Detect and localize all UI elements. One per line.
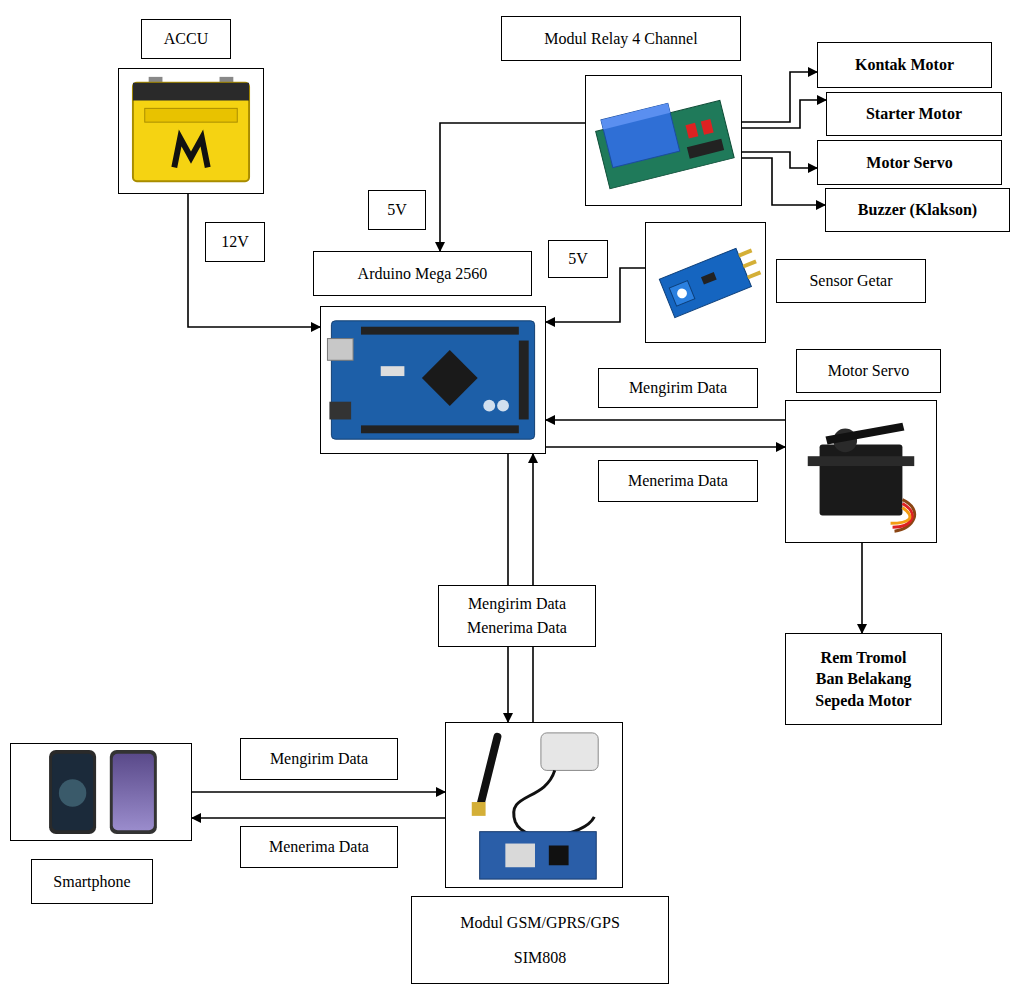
edge-label: Mengirim Data — [270, 750, 368, 768]
edge-label: Menerima Data — [628, 472, 728, 490]
sensor-component: Sensor Getar — [645, 222, 766, 343]
arrow-connector — [742, 152, 817, 168]
smartphone-illustration — [11, 744, 191, 840]
edge-label: 5V — [568, 250, 588, 268]
edge-label-box: Mengirim Data Menerima Data — [438, 585, 596, 647]
arrow-connector — [192, 817, 445, 819]
battery-illustration — [119, 69, 263, 193]
box-text: Rem Tromol Ban Belakang Sepeda Motor — [806, 647, 922, 712]
arrow-connector — [192, 791, 445, 793]
component-label: Modul Relay 4 Channel — [544, 30, 697, 48]
component-label: Arduino Mega 2560 — [358, 265, 488, 283]
servo-illustration — [786, 401, 936, 542]
edge-label: Menerima Data — [269, 838, 369, 856]
gsm-module-component: Modul GSM/GPRS/GPS SIM808 — [445, 722, 623, 888]
arrow-connector — [440, 123, 585, 251]
relay-component: Modul Relay 4 Channel — [585, 75, 742, 206]
component-label: ACCU — [164, 30, 208, 48]
component-label: Motor Servo — [828, 362, 909, 380]
box-text: Kontak Motor — [855, 56, 954, 74]
edge-label: 12V — [221, 233, 249, 251]
box-text: Motor Servo — [866, 154, 952, 172]
output-box: Buzzer (Klakson) — [825, 188, 1010, 232]
output-box: Kontak Motor — [817, 42, 992, 88]
edge-label: Mengirim Data Menerima Data — [457, 592, 577, 640]
vibration-sensor-illustration — [646, 223, 765, 342]
relay-illustration — [586, 76, 741, 205]
gsm-module-illustration — [446, 723, 622, 887]
arrow-connector — [546, 419, 785, 421]
edge-label-box: Menerima Data — [598, 460, 758, 502]
box-text: Starter Motor — [866, 105, 962, 123]
arduino-board-illustration — [321, 307, 545, 453]
arrow-connector — [188, 194, 320, 327]
brake-box: Rem Tromol Ban Belakang Sepeda Motor — [785, 633, 942, 725]
smartphone-component: Smartphone — [10, 743, 192, 841]
output-box: Starter Motor — [826, 92, 1002, 136]
edge-label-box: Mengirim Data — [240, 738, 398, 780]
arrow-connector — [742, 158, 825, 205]
battery-component: ACCU — [118, 68, 264, 194]
component-label: Modul GSM/GPRS/GPS SIM808 — [440, 905, 640, 975]
label-box: Modul GSM/GPRS/GPS SIM808 — [411, 896, 669, 984]
edge-label-box: 5V — [368, 190, 426, 230]
edge-label-box: 12V — [205, 222, 265, 262]
arrow-connector — [546, 446, 785, 448]
edge-label: Mengirim Data — [629, 379, 727, 397]
label-box: Arduino Mega 2560 — [313, 251, 532, 296]
label-box: Modul Relay 4 Channel — [501, 16, 741, 61]
label-box: Smartphone — [31, 859, 153, 904]
edge-label-box: Menerima Data — [240, 826, 398, 868]
label-box: Motor Servo — [796, 349, 941, 393]
label-box: Sensor Getar — [776, 259, 926, 303]
arrow-connector — [742, 100, 826, 128]
component-label: Smartphone — [53, 873, 130, 891]
microcontroller-component: Arduino Mega 2560 — [320, 306, 546, 454]
component-label: Sensor Getar — [809, 272, 892, 290]
edge-label-box: 5V — [548, 240, 608, 278]
arrow-connector — [861, 543, 863, 633]
box-text: Buzzer (Klakson) — [858, 201, 977, 219]
edge-label-box: Mengirim Data — [598, 368, 758, 408]
servo-component: Motor Servo — [785, 400, 937, 543]
edge-label: 5V — [387, 201, 407, 219]
arrow-connector — [742, 72, 817, 122]
output-box: Motor Servo — [817, 140, 1002, 185]
label-box: ACCU — [141, 19, 231, 59]
